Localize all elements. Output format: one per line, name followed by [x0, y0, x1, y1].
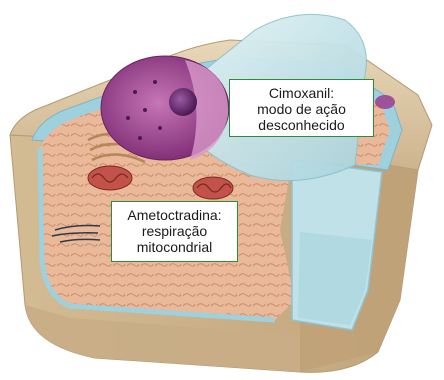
cimoxanil-line1: Cimoxanil:	[236, 85, 367, 101]
nucleus	[101, 56, 229, 160]
mitochondrion-2	[193, 177, 233, 199]
ametoctradina-line1: Ametoctradina:	[118, 207, 231, 223]
cimoxanil-line3: desconhecido	[236, 117, 367, 133]
ametoctradina-line3: mitocondrial	[118, 239, 231, 255]
ametoctradina-callout: Ametoctradina: respiração mitocondrial	[111, 201, 238, 262]
cimoxanil-callout: Cimoxanil: modo de ação desconhecido	[229, 79, 374, 137]
cimoxanil-line2: modo de ação	[236, 101, 367, 117]
organelle-right	[375, 95, 395, 109]
mitochondrion-1	[88, 166, 132, 190]
ametoctradina-line2: respiração	[118, 223, 231, 239]
